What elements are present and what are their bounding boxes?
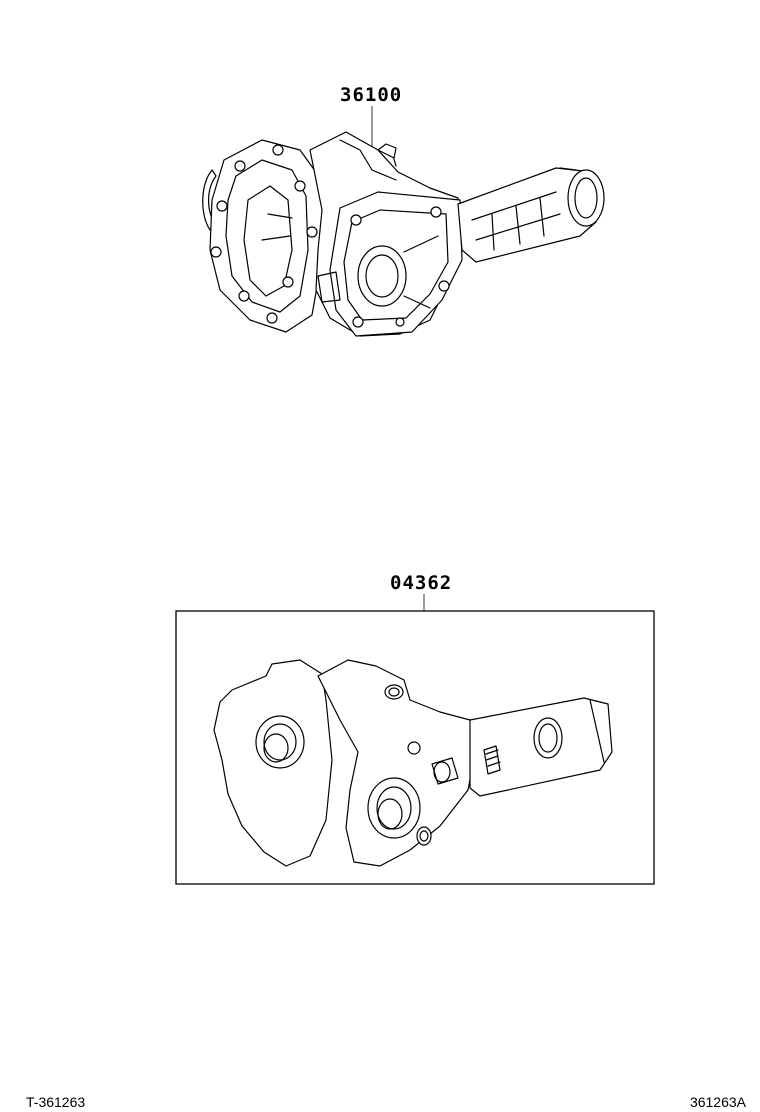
gasket-kit-drawing[interactable]	[213, 659, 613, 867]
differential-assembly-drawing[interactable]	[202, 131, 605, 337]
part-number-36100: 36100	[340, 84, 403, 106]
diagram-code-left: T-361263	[26, 1094, 86, 1110]
part-number-04362: 04362	[390, 572, 453, 594]
gasket-kit-frame	[175, 610, 655, 885]
diagram-code-right: 361263A	[689, 1094, 746, 1110]
